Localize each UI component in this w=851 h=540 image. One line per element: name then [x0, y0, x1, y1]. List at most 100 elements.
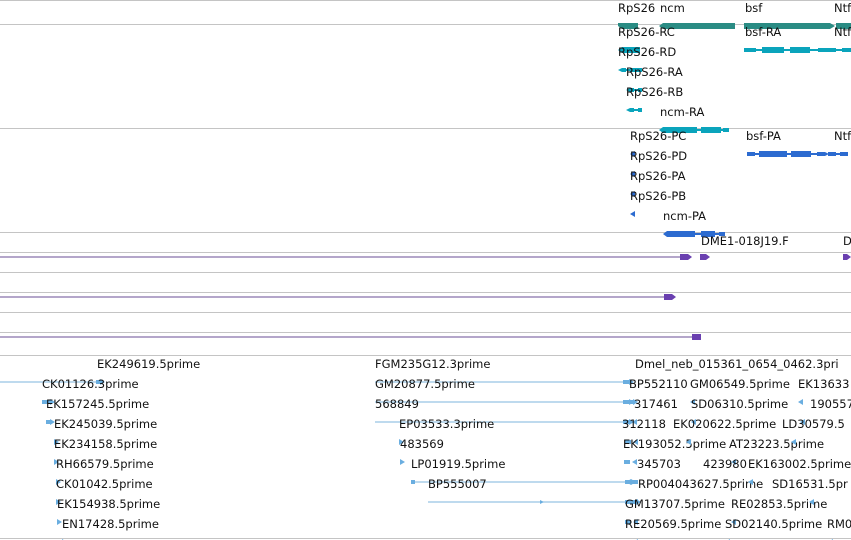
- est-alignment-glyph[interactable]: [54, 451, 66, 470]
- est-alignment-glyph[interactable]: [428, 491, 646, 510]
- est-alignment-glyph[interactable]: [791, 431, 803, 450]
- feature-label[interactable]: EP03533.3prime: [399, 417, 495, 431]
- transcript-glyph[interactable]: [659, 119, 731, 138]
- feature-label[interactable]: EN17428.5prime: [62, 517, 159, 531]
- est-alignment-glyph[interactable]: [725, 531, 737, 540]
- transcript-glyph[interactable]: [630, 163, 638, 182]
- feature-label[interactable]: bsf-PA: [746, 129, 781, 143]
- est-alignment-glyph[interactable]: [626, 471, 642, 490]
- feature-label[interactable]: CK01042.5prime: [56, 477, 153, 491]
- feature-label[interactable]: RpS26-RC: [618, 25, 675, 39]
- est-alignment-glyph[interactable]: [691, 411, 703, 430]
- feature-label[interactable]: 423980: [703, 457, 747, 471]
- est-alignment-glyph[interactable]: [731, 451, 743, 470]
- transcript-glyph[interactable]: [747, 143, 831, 162]
- est-alignment-glyph[interactable]: [375, 371, 645, 390]
- est-alignment-glyph[interactable]: [399, 431, 419, 450]
- est-alignment-glyph[interactable]: [626, 411, 642, 430]
- est-alignment-glyph[interactable]: [748, 471, 760, 490]
- feature-label[interactable]: SD16531.5pr: [772, 477, 848, 491]
- est-alignment-glyph[interactable]: [0, 371, 110, 390]
- feature-label[interactable]: RP004043627.5prime: [638, 477, 764, 491]
- feature-label[interactable]: RpS26-RD: [618, 45, 677, 59]
- est-alignment-glyph[interactable]: [62, 531, 74, 540]
- feature-label[interactable]: DME1-018J19.F: [701, 234, 789, 248]
- feature-label[interactable]: RpS26-PD: [630, 149, 688, 163]
- feature-label[interactable]: EK193052.5prime: [623, 437, 727, 451]
- feature-label[interactable]: EK154938.5prime: [57, 497, 161, 511]
- feature-label[interactable]: 568849: [375, 397, 419, 411]
- transcript-glyph[interactable]: [618, 59, 644, 78]
- clone-alignment-glyph[interactable]: [698, 246, 712, 265]
- est-alignment-glyph[interactable]: [731, 511, 743, 530]
- est-alignment-glyph[interactable]: [828, 531, 840, 540]
- est-alignment-glyph[interactable]: [690, 391, 702, 410]
- transcript-glyph[interactable]: [663, 223, 727, 242]
- est-alignment-glyph[interactable]: [624, 451, 640, 470]
- est-alignment-glyph[interactable]: [54, 431, 66, 450]
- feature-label[interactable]: 345703: [637, 457, 681, 471]
- est-alignment-glyph[interactable]: [625, 491, 641, 510]
- est-alignment-glyph[interactable]: [625, 531, 641, 540]
- feature-label[interactable]: RpS26-PB: [630, 189, 687, 203]
- transcript-glyph[interactable]: [826, 39, 851, 58]
- feature-label[interactable]: BP555007: [428, 477, 487, 491]
- feature-label[interactable]: D: [843, 234, 851, 248]
- feature-label[interactable]: 312118: [622, 417, 666, 431]
- feature-label[interactable]: EK163002.5prime: [748, 457, 851, 471]
- feature-label[interactable]: RpS26: [618, 1, 656, 15]
- feature-label[interactable]: ncm-PA: [663, 209, 707, 223]
- transcript-glyph[interactable]: [744, 39, 832, 58]
- feature-label[interactable]: ncm-RA: [660, 105, 705, 119]
- est-alignment-glyph[interactable]: [57, 511, 69, 530]
- est-alignment-glyph[interactable]: [56, 491, 68, 510]
- feature-label[interactable]: LD30579.5: [782, 417, 845, 431]
- feature-label[interactable]: EK245039.5prime: [54, 417, 158, 431]
- est-alignment-glyph[interactable]: [800, 411, 812, 430]
- feature-label[interactable]: GM13707.5prime: [625, 497, 725, 511]
- feature-label[interactable]: Ntf: [834, 1, 851, 15]
- feature-label[interactable]: RpS26-RA: [626, 65, 683, 79]
- est-alignment-glyph[interactable]: [625, 431, 641, 450]
- feature-label[interactable]: EK157245.5prime: [46, 397, 150, 411]
- feature-label[interactable]: Ntf: [834, 25, 851, 39]
- clone-alignment-glyph[interactable]: [841, 246, 851, 265]
- est-alignment-glyph[interactable]: [46, 411, 58, 430]
- feature-label[interactable]: Ntf: [834, 129, 851, 143]
- transcript-glyph[interactable]: [626, 99, 644, 118]
- feature-label[interactable]: SD06310.5prime: [691, 397, 789, 411]
- transcript-glyph[interactable]: [626, 79, 644, 98]
- feature-label[interactable]: CK01126.3prime: [42, 377, 139, 391]
- feature-label[interactable]: RH66579.5prime: [56, 457, 154, 471]
- est-alignment-glyph[interactable]: [686, 431, 698, 450]
- est-alignment-glyph[interactable]: [798, 391, 810, 410]
- feature-label[interactable]: RpS26-PC: [630, 129, 687, 143]
- clone-alignment-glyph[interactable]: [0, 246, 700, 265]
- feature-label[interactable]: RpS26-PA: [630, 169, 686, 183]
- est-alignment-glyph[interactable]: [56, 471, 68, 490]
- feature-label[interactable]: EK234158.5prime: [54, 437, 158, 451]
- feature-label[interactable]: BP552110: [629, 377, 688, 391]
- est-alignment-glyph[interactable]: [400, 451, 412, 470]
- feature-label[interactable]: EK249619.5prime: [97, 357, 201, 371]
- feature-label[interactable]: RM0: [827, 517, 851, 531]
- est-alignment-glyph[interactable]: [809, 491, 821, 510]
- feature-label[interactable]: bsf-RA: [745, 25, 782, 39]
- feature-label[interactable]: Dmel_neb_015361_0654_0462.3pri: [635, 357, 839, 371]
- clone-alignment-glyph[interactable]: [0, 326, 704, 345]
- gene-span-glyph[interactable]: [744, 15, 836, 34]
- feature-label[interactable]: RE02853.5prime: [731, 497, 828, 511]
- feature-label[interactable]: 190557: [810, 397, 851, 411]
- feature-label[interactable]: EK020622.5prime: [673, 417, 777, 431]
- feature-label[interactable]: ncm: [660, 1, 685, 15]
- est-alignment-glyph[interactable]: [625, 391, 643, 410]
- feature-label[interactable]: 483569: [400, 437, 444, 451]
- feature-label[interactable]: 317461: [634, 397, 678, 411]
- transcript-glyph[interactable]: [828, 143, 850, 162]
- feature-label[interactable]: RE20569.5prime: [625, 517, 722, 531]
- est-alignment-glyph[interactable]: [42, 391, 58, 410]
- clone-alignment-glyph[interactable]: [0, 286, 680, 305]
- feature-label[interactable]: LP01919.5prime: [411, 457, 506, 471]
- transcript-glyph[interactable]: [630, 183, 638, 202]
